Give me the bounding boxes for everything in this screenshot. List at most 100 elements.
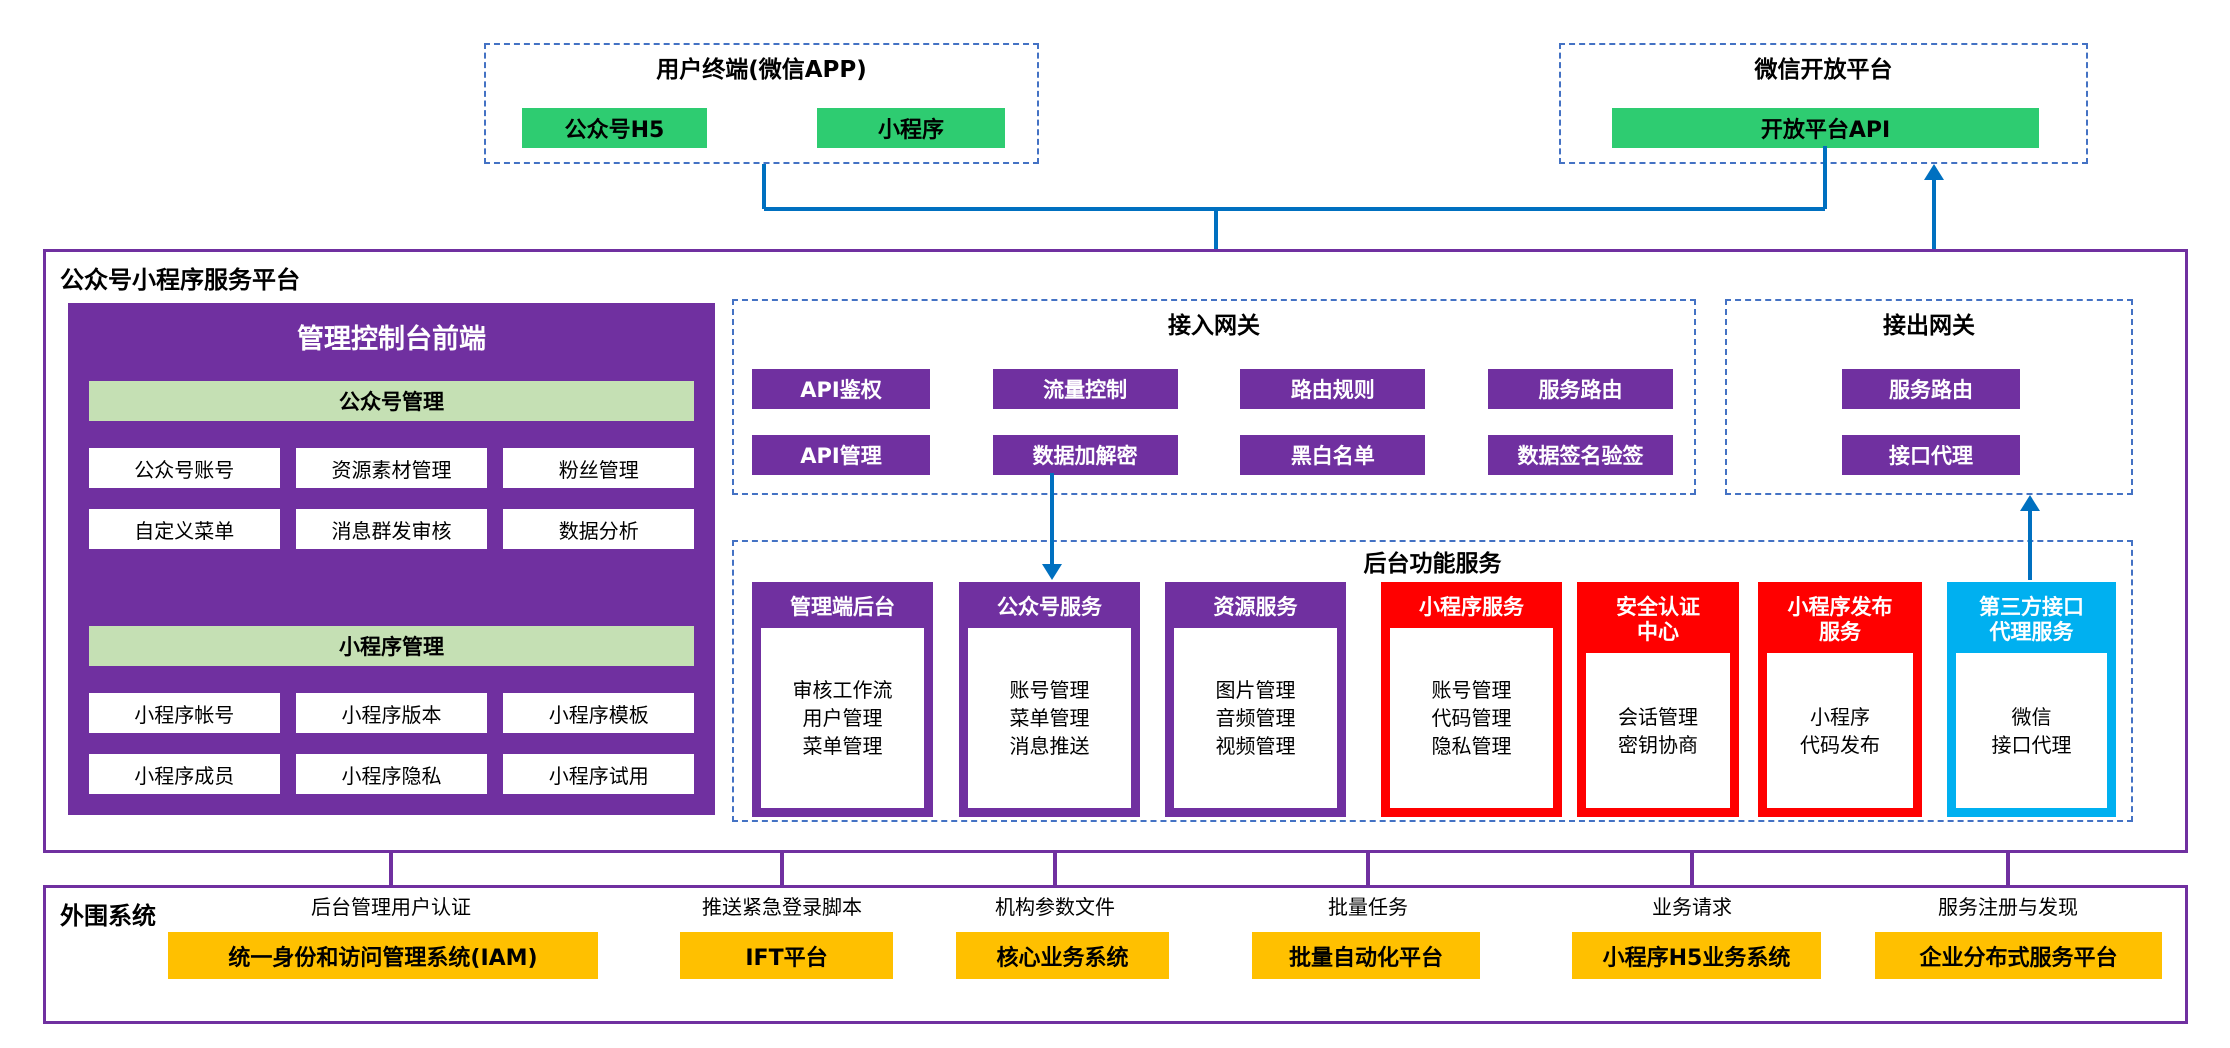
- arrow-into-access-gateway-line: [1214, 209, 1218, 283]
- arrow-egress-to-openplatform-head: [1924, 164, 1944, 180]
- service-col-admin-backend: 管理端后台 审核工作流 用户管理 菜单管理: [752, 582, 933, 817]
- service-item: 代码发布: [1800, 732, 1880, 757]
- service-col-resource-service: 资源服务 图片管理 音频管理 视频管理: [1165, 582, 1346, 817]
- console-row: 自定义菜单 消息群发审核 数据分析: [89, 509, 694, 549]
- console-title: 管理控制台前端: [297, 324, 486, 355]
- gateway-chip: API鉴权: [752, 369, 930, 409]
- open-platform-title: 微信开放平台: [1754, 57, 1893, 83]
- service-col-title: 资源服务: [1213, 595, 1298, 619]
- gateway-chip: API管理: [752, 435, 930, 475]
- arrow-to-batch-line: [1366, 853, 1370, 916]
- service-col-security-center: 安全认证 中心 会话管理 密钥协商: [1577, 582, 1739, 817]
- open-platform-api-node: 开放平台API: [1612, 108, 2039, 148]
- service-item: 菜单管理: [802, 734, 883, 759]
- console-cell: 小程序成员: [89, 754, 280, 794]
- console-cell: 资源素材管理: [296, 448, 487, 488]
- arrow-to-h5-line: [1690, 853, 1694, 916]
- console-cell: 小程序帐号: [89, 693, 280, 733]
- console-cell: 小程序隐私: [296, 754, 487, 794]
- console-cell: 小程序版本: [296, 693, 487, 733]
- console-cell: 公众号账号: [89, 448, 280, 488]
- service-col-title: 小程序服务: [1419, 595, 1524, 619]
- peripheral-title: 外围系统: [60, 902, 156, 930]
- console-cell: 数据分析: [503, 509, 694, 549]
- service-item: 隐私管理: [1431, 734, 1512, 759]
- gateway-chip: 服务路由: [1842, 369, 2020, 409]
- gateway-chip: 流量控制: [992, 369, 1178, 409]
- connection-label: 后台管理用户认证: [303, 891, 479, 920]
- service-item: 音频管理: [1215, 706, 1296, 731]
- console-cell: 消息群发审核: [296, 509, 487, 549]
- service-col-title: 第三方接口 代理服务: [1979, 595, 2084, 645]
- service-item: 代码管理: [1431, 706, 1512, 731]
- service-item: 微信: [2011, 704, 2052, 729]
- service-col-official-account-service: 公众号服务 账号管理 菜单管理 消息推送: [959, 582, 1140, 817]
- arrow-egress-to-openplatform-line: [1932, 180, 1936, 299]
- connector-terminal-down-line: [762, 164, 766, 209]
- gateway-chip: 黑白名单: [1240, 435, 1426, 475]
- user-terminal-title: 用户终端(微信APP): [656, 57, 867, 83]
- service-item: 账号管理: [1431, 678, 1512, 703]
- service-col-body: 图片管理 音频管理 视频管理: [1174, 628, 1337, 808]
- backend-services-group: 后台功能服务 管理端后台 审核工作流 用户管理 菜单管理 公众号服务 账号管理 …: [732, 540, 2133, 822]
- console-cell: 自定义菜单: [89, 509, 280, 549]
- peripheral-system-iam: 统一身份和访问管理系统(IAM): [168, 932, 598, 979]
- connection-label: 批量任务: [1320, 891, 1416, 920]
- access-gateway-title: 接入网关: [1168, 313, 1260, 339]
- console-row: 小程序成员 小程序隐私 小程序试用: [89, 754, 694, 794]
- egress-gateway-group: 接出网关 服务路由 接口代理: [1725, 299, 2133, 495]
- service-item: 视频管理: [1215, 734, 1296, 759]
- arrow-to-iam-line: [389, 853, 393, 916]
- service-col-title: 公众号服务: [997, 595, 1102, 619]
- service-col-body: 审核工作流 用户管理 菜单管理: [761, 628, 924, 808]
- service-col-body: 会话管理 密钥协商: [1586, 653, 1730, 808]
- service-col-title: 小程序发布 服务: [1787, 595, 1893, 645]
- gateway-row: API鉴权 流量控制 路由规则 服务路由: [752, 369, 1673, 409]
- peripheral-system-core-business: 核心业务系统: [956, 932, 1169, 979]
- service-col-body: 小程序 代码发布: [1767, 653, 1913, 808]
- service-item: 菜单管理: [1009, 706, 1090, 731]
- gateway-row: API管理 数据加解密 黑白名单 数据签名验签: [752, 435, 1673, 475]
- connector-horizontal-line: [764, 207, 1825, 211]
- connection-label: 推送紧急登录脚本: [694, 891, 870, 920]
- open-platform-group: 微信开放平台 开放平台API: [1559, 43, 2088, 164]
- backend-services-title: 后台功能服务: [1363, 551, 1502, 577]
- service-col-body: 账号管理 菜单管理 消息推送: [968, 628, 1131, 808]
- console-row: 公众号账号 资源素材管理 粉丝管理: [89, 448, 694, 488]
- platform-title: 公众号小程序服务平台: [60, 266, 300, 294]
- peripheral-system-ift: IFT平台: [680, 932, 893, 979]
- peripheral-system-miniprogram-h5: 小程序H5业务系统: [1572, 932, 1821, 979]
- arrow-thirdparty-to-egress-line: [2028, 511, 2032, 580]
- egress-gateway-title: 接出网关: [1883, 313, 1975, 339]
- gateway-chip: 服务路由: [1487, 369, 1673, 409]
- service-item: 小程序: [1810, 704, 1870, 729]
- miniprogram-node: 小程序: [817, 108, 1005, 148]
- arrow-access-to-backend-head: [1042, 564, 1062, 580]
- service-col-title: 管理端后台: [790, 595, 895, 619]
- service-col-miniprogram-service: 小程序服务 账号管理 代码管理 隐私管理: [1381, 582, 1562, 817]
- peripheral-system-batch-automation: 批量自动化平台: [1252, 932, 1480, 979]
- connection-label: 业务请求: [1644, 891, 1740, 920]
- arrow-to-ift-line: [780, 853, 784, 916]
- gateway-chip: 路由规则: [1240, 369, 1426, 409]
- connection-label: 机构参数文件: [987, 891, 1123, 920]
- gateway-chip: 数据加解密: [992, 435, 1178, 475]
- peripheral-system-distributed-service: 企业分布式服务平台: [1875, 932, 2162, 979]
- console-panel: 管理控制台前端 公众号管理 公众号账号 资源素材管理 粉丝管理 自定义菜单 消息…: [68, 303, 715, 815]
- console-row: 小程序帐号 小程序版本 小程序模板: [89, 693, 694, 733]
- gateway-chip: 接口代理: [1842, 435, 2020, 475]
- service-item: 会话管理: [1618, 704, 1698, 729]
- service-item: 审核工作流: [792, 678, 893, 703]
- service-item: 用户管理: [802, 706, 883, 731]
- service-item: 账号管理: [1009, 678, 1090, 703]
- connector-openapi-down-line: [1823, 146, 1827, 209]
- console-cell: 粉丝管理: [503, 448, 694, 488]
- arrow-thirdparty-to-egress-head: [2020, 495, 2040, 511]
- service-item: 接口代理: [1991, 732, 2072, 757]
- arrow-to-esb-line: [2006, 853, 2010, 916]
- service-item: 图片管理: [1215, 678, 1296, 703]
- arrow-to-core-line: [1053, 853, 1057, 916]
- gateway-chip: 数据签名验签: [1487, 435, 1673, 475]
- service-col-title: 安全认证 中心: [1616, 595, 1700, 645]
